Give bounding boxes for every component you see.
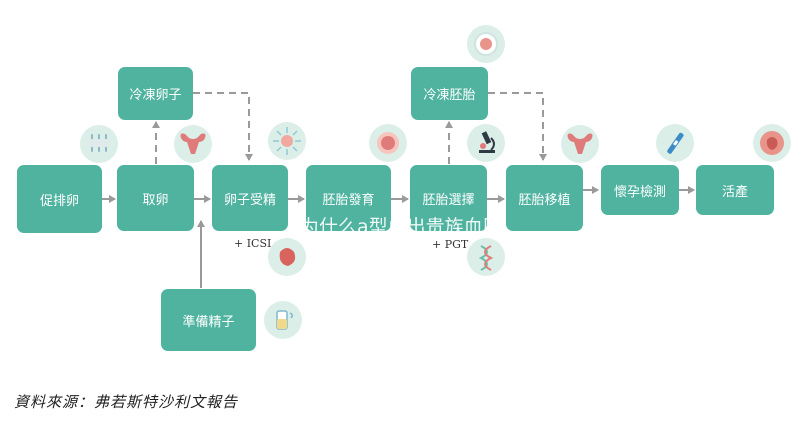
step-egg-freezing: 冷凍卵子 [118,67,193,120]
dna-icon [467,238,505,276]
step-label: 胚胎選擇 [422,192,475,208]
step-label: 冷凍胚胎 [423,88,476,103]
step-egg-retrieval: 取卵 [117,165,194,231]
sperm-burst-icon [268,122,306,160]
microscope-icon [467,124,505,162]
fetus-icon [753,124,791,162]
step-embryo-selection: 胚胎選擇 [410,165,487,231]
step-embryo-transfer: 胚胎移植 [506,165,583,231]
step-label: 活產 [721,184,748,200]
watermark-text: 为什么a型血出贵族血压 [300,216,502,238]
step-embryo-freezing: 冷凍胚胎 [411,67,488,120]
arrow-embryo-freezing-to-transfer [488,92,547,161]
step-pregnancy-test: 懷孕檢測 [601,165,679,215]
step-ovulation-induction: 促排卵 [17,165,102,233]
step-sperm-preparation: 準備精子 [161,289,256,351]
step-label: 準備精子 [182,314,235,330]
syringes-icon [80,125,118,163]
source-note: 資料來源：弗若斯特沙利文報告 [14,393,239,411]
icsi-note: + ICSI [234,237,272,250]
step-label: 取卵 [142,192,169,208]
embryo-icon [268,238,306,276]
step-label: 胚胎發育 [322,192,375,208]
pgt-note: + PGT [432,238,469,251]
uterus-icon [561,125,599,163]
step-label: 胚胎移植 [518,192,571,208]
step-label: 卵子受精 [223,192,276,208]
step-fertilization: 卵子受精 [212,165,288,231]
step-label: 冷凍卵子 [129,88,182,103]
step-label: 促排卵 [39,193,79,209]
arrow-egg-freezing-to-fertilization [193,92,253,161]
frozen-egg-icon [467,25,505,63]
step-label: 懷孕檢測 [613,184,666,200]
pregnancy-test-icon [656,124,694,162]
sperm-sample-icon [264,301,302,339]
step-embryo-development: 胚胎發育 [306,165,391,231]
step-birth: 活產 [696,165,774,215]
egg-cell-icon [369,124,407,162]
uterus-icon [174,125,212,163]
